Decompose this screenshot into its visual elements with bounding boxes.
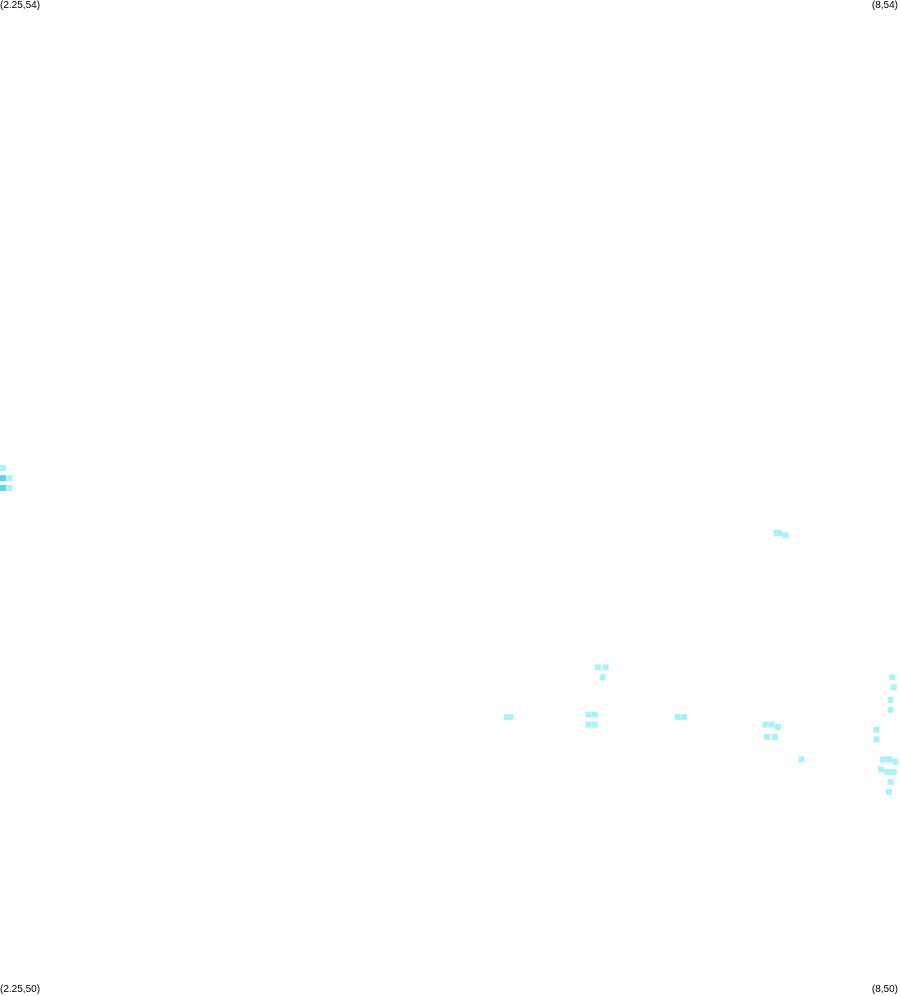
corner-label-bottom-left: (2.25,50) [0, 984, 41, 995]
data-cell [892, 758, 899, 765]
corner-label-bottom-right: (8,50) [871, 984, 898, 995]
data-cell [887, 696, 894, 703]
data-cell [585, 721, 592, 728]
data-cell [774, 724, 781, 731]
data-cell [681, 714, 687, 721]
data-cell [771, 734, 778, 740]
data-cell [886, 788, 892, 795]
corner-label-top-right: (8,54) [871, 0, 898, 11]
data-cell [798, 756, 805, 763]
data-cell [887, 706, 894, 713]
data-cell [873, 726, 880, 733]
data-cell [594, 664, 601, 671]
data-cell [768, 721, 775, 728]
data-cell [890, 684, 897, 691]
data-cell [889, 674, 896, 681]
data-cell [878, 766, 885, 773]
data-cell [504, 714, 511, 721]
data-cell [674, 714, 681, 721]
data-cell [764, 734, 770, 740]
data-cell [602, 664, 609, 671]
data-cell [887, 778, 894, 785]
data-cell [879, 756, 886, 763]
data-cell [762, 721, 769, 728]
data-cell [6, 485, 13, 491]
data-cell [0, 475, 6, 482]
data-cell [773, 529, 780, 536]
data-cell [0, 465, 7, 472]
data-cell [884, 768, 891, 775]
data-cell [585, 711, 592, 718]
data-cell [591, 721, 598, 728]
corner-label-top-left: (2.25,54) [0, 0, 41, 11]
data-cell [873, 736, 880, 743]
data-cell [886, 756, 892, 763]
data-cell [6, 475, 13, 482]
data-cell [776, 529, 783, 536]
data-cell [507, 714, 514, 721]
data-cell [890, 768, 897, 775]
data-cell [591, 711, 598, 718]
data-cell [599, 674, 606, 681]
data-cell [782, 532, 789, 539]
data-cell [0, 485, 6, 491]
